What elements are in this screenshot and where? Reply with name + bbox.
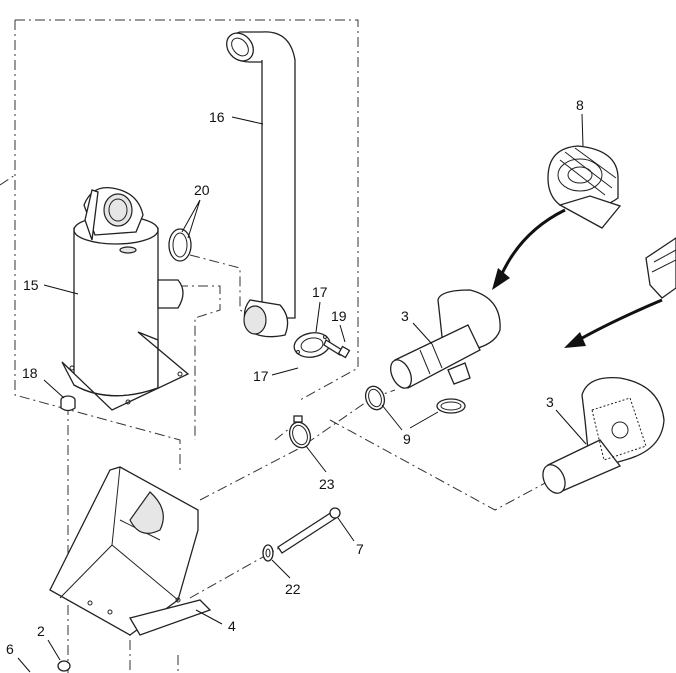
leader-23: [305, 445, 327, 473]
leader-4: [195, 609, 223, 625]
long-bolt: [277, 507, 341, 554]
callout-23: 23: [319, 476, 335, 492]
leader-16: [231, 116, 264, 125]
muffler: [61, 186, 190, 411]
leader-20: [181, 199, 201, 239]
arrow-kit-to-elbow: [574, 298, 663, 344]
partial-kit-shape: [645, 237, 676, 299]
base-boundary: [158, 285, 221, 440]
leader-19: [339, 324, 346, 343]
flange-gasket: [293, 332, 331, 358]
washer-22: [262, 544, 274, 562]
leader-9: [381, 404, 439, 431]
bolt-19: [323, 339, 351, 359]
insulation-tape-roll: [547, 145, 622, 229]
callout-17b: 17: [253, 368, 269, 384]
rubber-mount: [60, 395, 76, 412]
callout-6: 6: [6, 641, 14, 657]
leader-15: [43, 284, 79, 295]
tailpipe-elbow-lower: [542, 376, 665, 494]
hose-clamps: [364, 385, 466, 414]
leader-17a: [315, 301, 321, 333]
callout-17a: 17: [312, 284, 328, 300]
centerline-outlet: [189, 254, 276, 331]
leader-8: [581, 113, 584, 147]
callout-15: 15: [23, 277, 39, 293]
clamp-23: [288, 415, 312, 449]
boundary-left-edge: [0, 174, 16, 186]
assembly-boundary: [14, 19, 359, 472]
callout-16: 16: [209, 109, 225, 125]
exhaust-stack: [226, 31, 296, 338]
callout-9: 9: [403, 431, 411, 447]
arrowhead-tape: [492, 268, 510, 290]
centerline-bracket: [329, 419, 561, 511]
leader-18: [43, 379, 65, 399]
callout-2: 2: [37, 623, 45, 639]
callout-8: 8: [576, 97, 584, 113]
mounting-bracket: [49, 466, 212, 636]
callout-7: 7: [356, 541, 364, 557]
leader-22: [271, 559, 291, 579]
leader-2: [47, 639, 61, 661]
tailpipe-elbow-upper: [390, 289, 501, 389]
callout-18: 18: [22, 365, 38, 381]
gasket-rings: [168, 228, 192, 262]
leader-3b: [555, 409, 587, 445]
leader-6: [17, 657, 31, 673]
leader-3a: [412, 322, 433, 345]
leader-17b: [271, 367, 299, 376]
callout-20: 20: [194, 182, 210, 198]
nut-2: [57, 660, 71, 672]
arrowhead-kit: [564, 332, 586, 348]
leader-7: [337, 517, 355, 542]
callout-22: 22: [285, 581, 301, 597]
callout-3b: 3: [546, 394, 554, 410]
callout-19: 19: [331, 308, 347, 324]
callout-4: 4: [228, 618, 236, 634]
callout-3a: 3: [401, 308, 409, 324]
arrow-tape-to-elbow: [498, 208, 566, 279]
